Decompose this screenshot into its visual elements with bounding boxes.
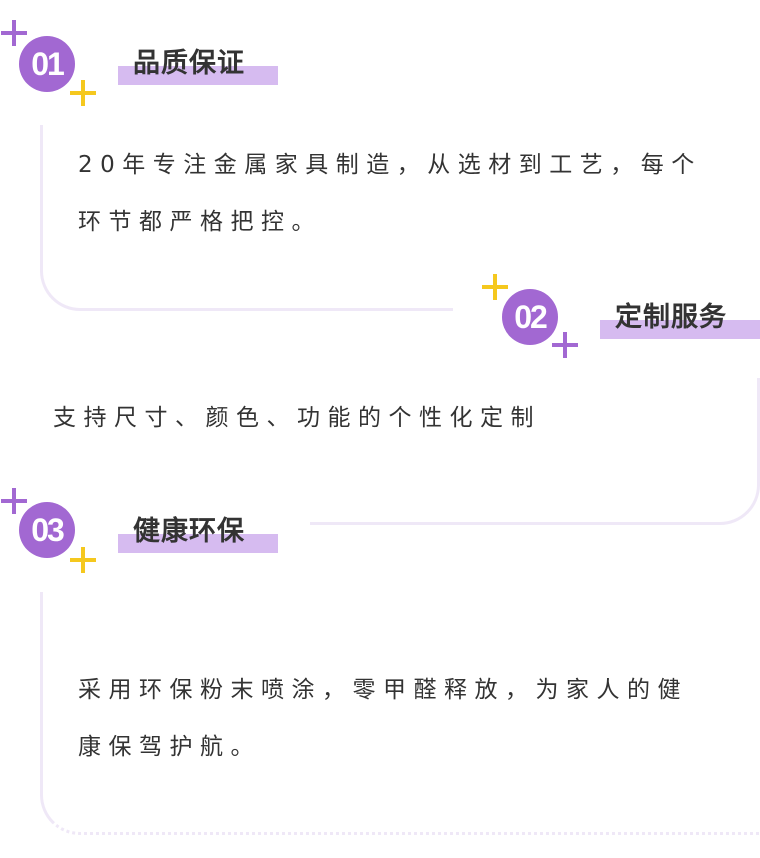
- section-text-line: 支持尺寸、颜色、功能的个性化定制: [53, 405, 541, 431]
- plus-icon: [1, 488, 27, 514]
- section-text-line: 康保驾护航。: [78, 734, 261, 760]
- section-text-line: 采用环保粉末喷涂，零甲醛释放，为家人的健: [78, 677, 688, 703]
- plus-icon: [552, 332, 578, 358]
- section-2-frame: [310, 378, 760, 525]
- plus-icon: [482, 274, 508, 300]
- section-3-frame: [40, 592, 760, 835]
- plus-icon: [70, 547, 96, 573]
- section-1-frame: [40, 125, 453, 311]
- section-title: 品质保证: [133, 48, 245, 79]
- section-number-badge: 01: [19, 36, 75, 92]
- title-highlight: [118, 534, 278, 553]
- section-number-badge: 02: [502, 289, 558, 345]
- section-text-line: 环节都严格把控。: [78, 209, 322, 235]
- section-number-badge: 03: [19, 502, 75, 558]
- title-highlight: [600, 320, 760, 339]
- section-text-line: 20年专注金属家具制造，从选材到工艺，每个: [78, 152, 702, 178]
- plus-icon: [1, 20, 27, 46]
- plus-icon: [70, 80, 96, 106]
- section-title: 定制服务: [615, 302, 727, 333]
- title-highlight: [118, 66, 278, 85]
- section-title: 健康环保: [133, 516, 245, 547]
